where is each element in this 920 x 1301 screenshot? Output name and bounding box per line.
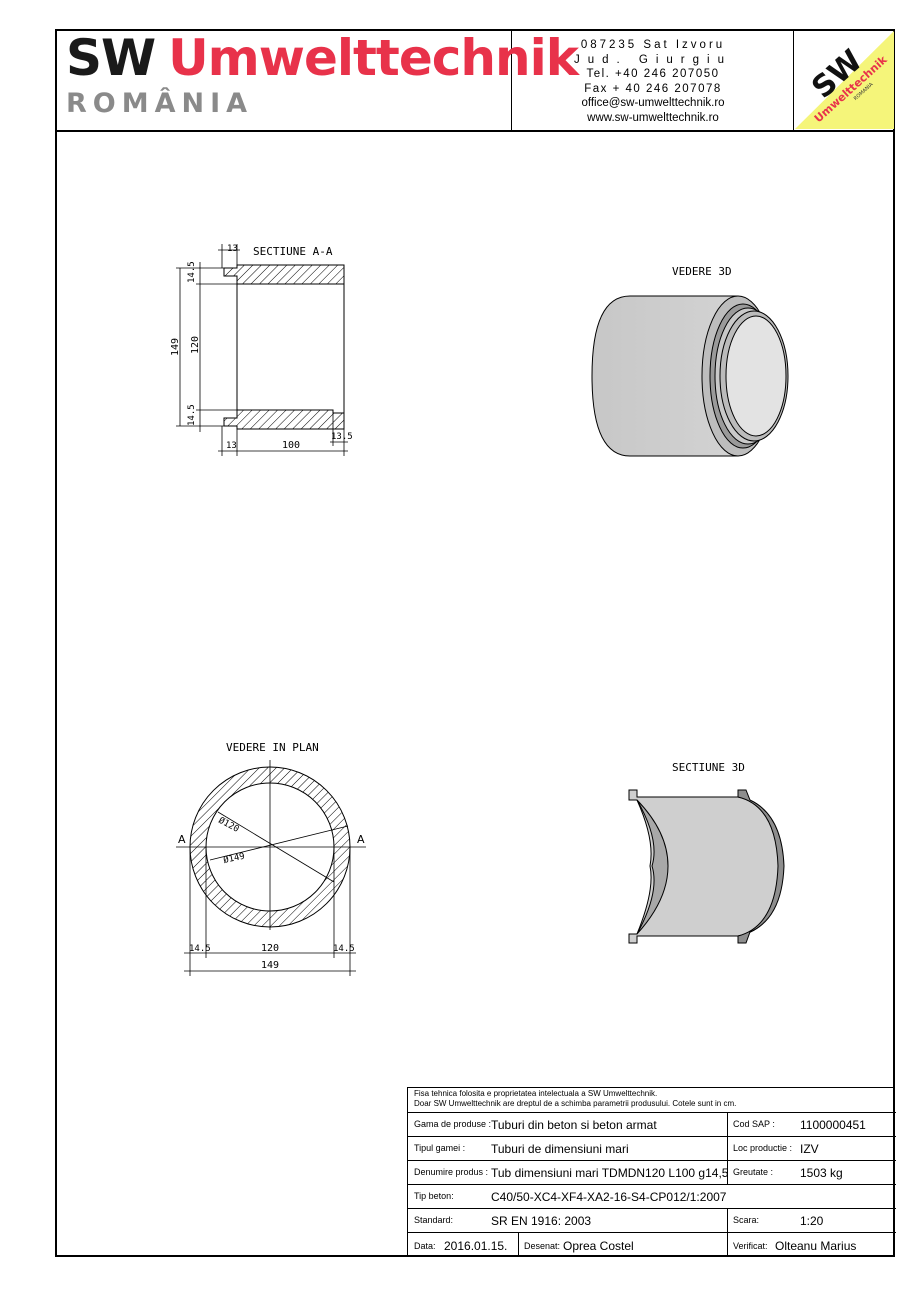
header-divider [55,130,895,132]
greutate-label: Greutate : [733,1167,774,1177]
company-logo: SW Umwelttechnik [66,29,579,87]
website-text: www.sw-umwelttechnik.ro [587,111,719,124]
verificat-value: Olteanu Marius [775,1239,857,1253]
header-separator [793,30,794,130]
drawing-sheet-frame [55,29,895,1257]
dim-label: 14.5 [333,944,355,954]
bottom-wall-section [223,409,345,430]
gama-label: Gama de produse : [414,1119,492,1129]
dim-label: 120 [190,336,201,354]
view-3d-drawing: VEDERE 3D [591,265,789,457]
dim-label: 13.5 [331,432,353,442]
standard-label: Standard: [414,1215,454,1225]
note-line: Doar SW Umwelttechnik are dreptul de a s… [414,1099,737,1108]
scara-label: Scara: [733,1215,760,1225]
address-line: 087235 Sat Izvoru [580,39,726,51]
cod-sap-value: 1100000451 [800,1118,866,1132]
data-label: Data: [414,1241,436,1251]
dim-label: 149 [261,960,279,971]
view-3d-title: VEDERE 3D [672,265,732,278]
dim-label: 14.5 [187,404,197,426]
logo-umwelttechnik-text: Umwelttechnik [168,29,579,87]
section-aa-drawing: SECTIUNE A-A 13 14.5 1 [170,244,353,456]
section-3d-title: SECTIUNE 3D [672,761,745,774]
logo-romania-text: ROMÂNIA [66,88,254,119]
denumire-value: Tub dimensiuni mari TDMDN120 L100 g14,5 [491,1166,729,1180]
plan-view-title: VEDERE IN PLAN [226,741,319,754]
address-line: Tel. +40 246 207050 [586,68,720,80]
section-mark-a: A [178,833,186,846]
greutate-value: 1503 kg [800,1166,843,1180]
loc-productie-label: Loc productie : [733,1143,793,1153]
desenat-value: Oprea Costel [563,1239,634,1253]
dim-label: 100 [282,440,300,451]
dim-label: 14.5 [187,261,197,283]
dim-label: Ø149 [222,851,246,866]
tip-beton-label: Tip beton: [414,1191,454,1201]
dim-label: 13 [227,244,238,254]
verificat-label: Verificat: [733,1241,768,1251]
cod-sap-label: Cod SAP : [733,1119,775,1129]
tip-gama-value: Tuburi de dimensiuni mari [491,1142,629,1156]
dim-label: 120 [261,943,279,954]
note-line: Fisa tehnica folosita e proprietatea int… [414,1089,658,1098]
tip-beton-value: C40/50-XC4-XF4-XA2-16-S4-CP012/1:2007 [491,1190,727,1204]
tip-gama-label: Tipul gamei : [414,1143,466,1153]
denumire-label: Denumire produs : [414,1167,489,1177]
top-wall-section [223,264,345,285]
dim-label: 14.5 [189,944,211,954]
loc-productie-value: IZV [800,1142,819,1156]
scara-value: 1:20 [800,1214,824,1228]
header-separator [511,30,512,130]
title-block-notes: Fisa tehnica folosita e proprietatea int… [414,1089,736,1109]
data-value: 2016.01.15. [444,1239,508,1253]
email-text: office@sw-umwelttechnik.ro [581,97,725,109]
desenat-label: Desenat: [524,1241,561,1251]
dim-label: 13 [226,441,237,451]
section-aa-title: SECTIUNE A-A [253,245,333,258]
gama-value: Tuburi din beton si beton armat [491,1118,657,1132]
plan-view-drawing: VEDERE IN PLAN A A Ø120 Ø149 14.5 120 14… [176,741,366,976]
dim-label: 149 [170,338,181,356]
address-line: Jud. Giurgiu [573,53,732,66]
standard-value: SR EN 1916: 2003 [491,1214,592,1228]
logo-sw-text: SW [66,29,156,87]
company-address: 087235 Sat Izvoru Jud. Giurgiu Tel. +40 … [512,38,794,125]
address-line: Fax + 40 246 207078 [584,82,722,95]
title-block: Fisa tehnica folosita e proprietatea int… [407,1087,896,1257]
brand-badge: SW Umwelttechnik ROMANIA [795,31,894,129]
dim-label: Ø120 [217,815,241,835]
section-mark-a: A [357,833,365,846]
section-3d-drawing: SECTIUNE 3D [628,761,785,944]
